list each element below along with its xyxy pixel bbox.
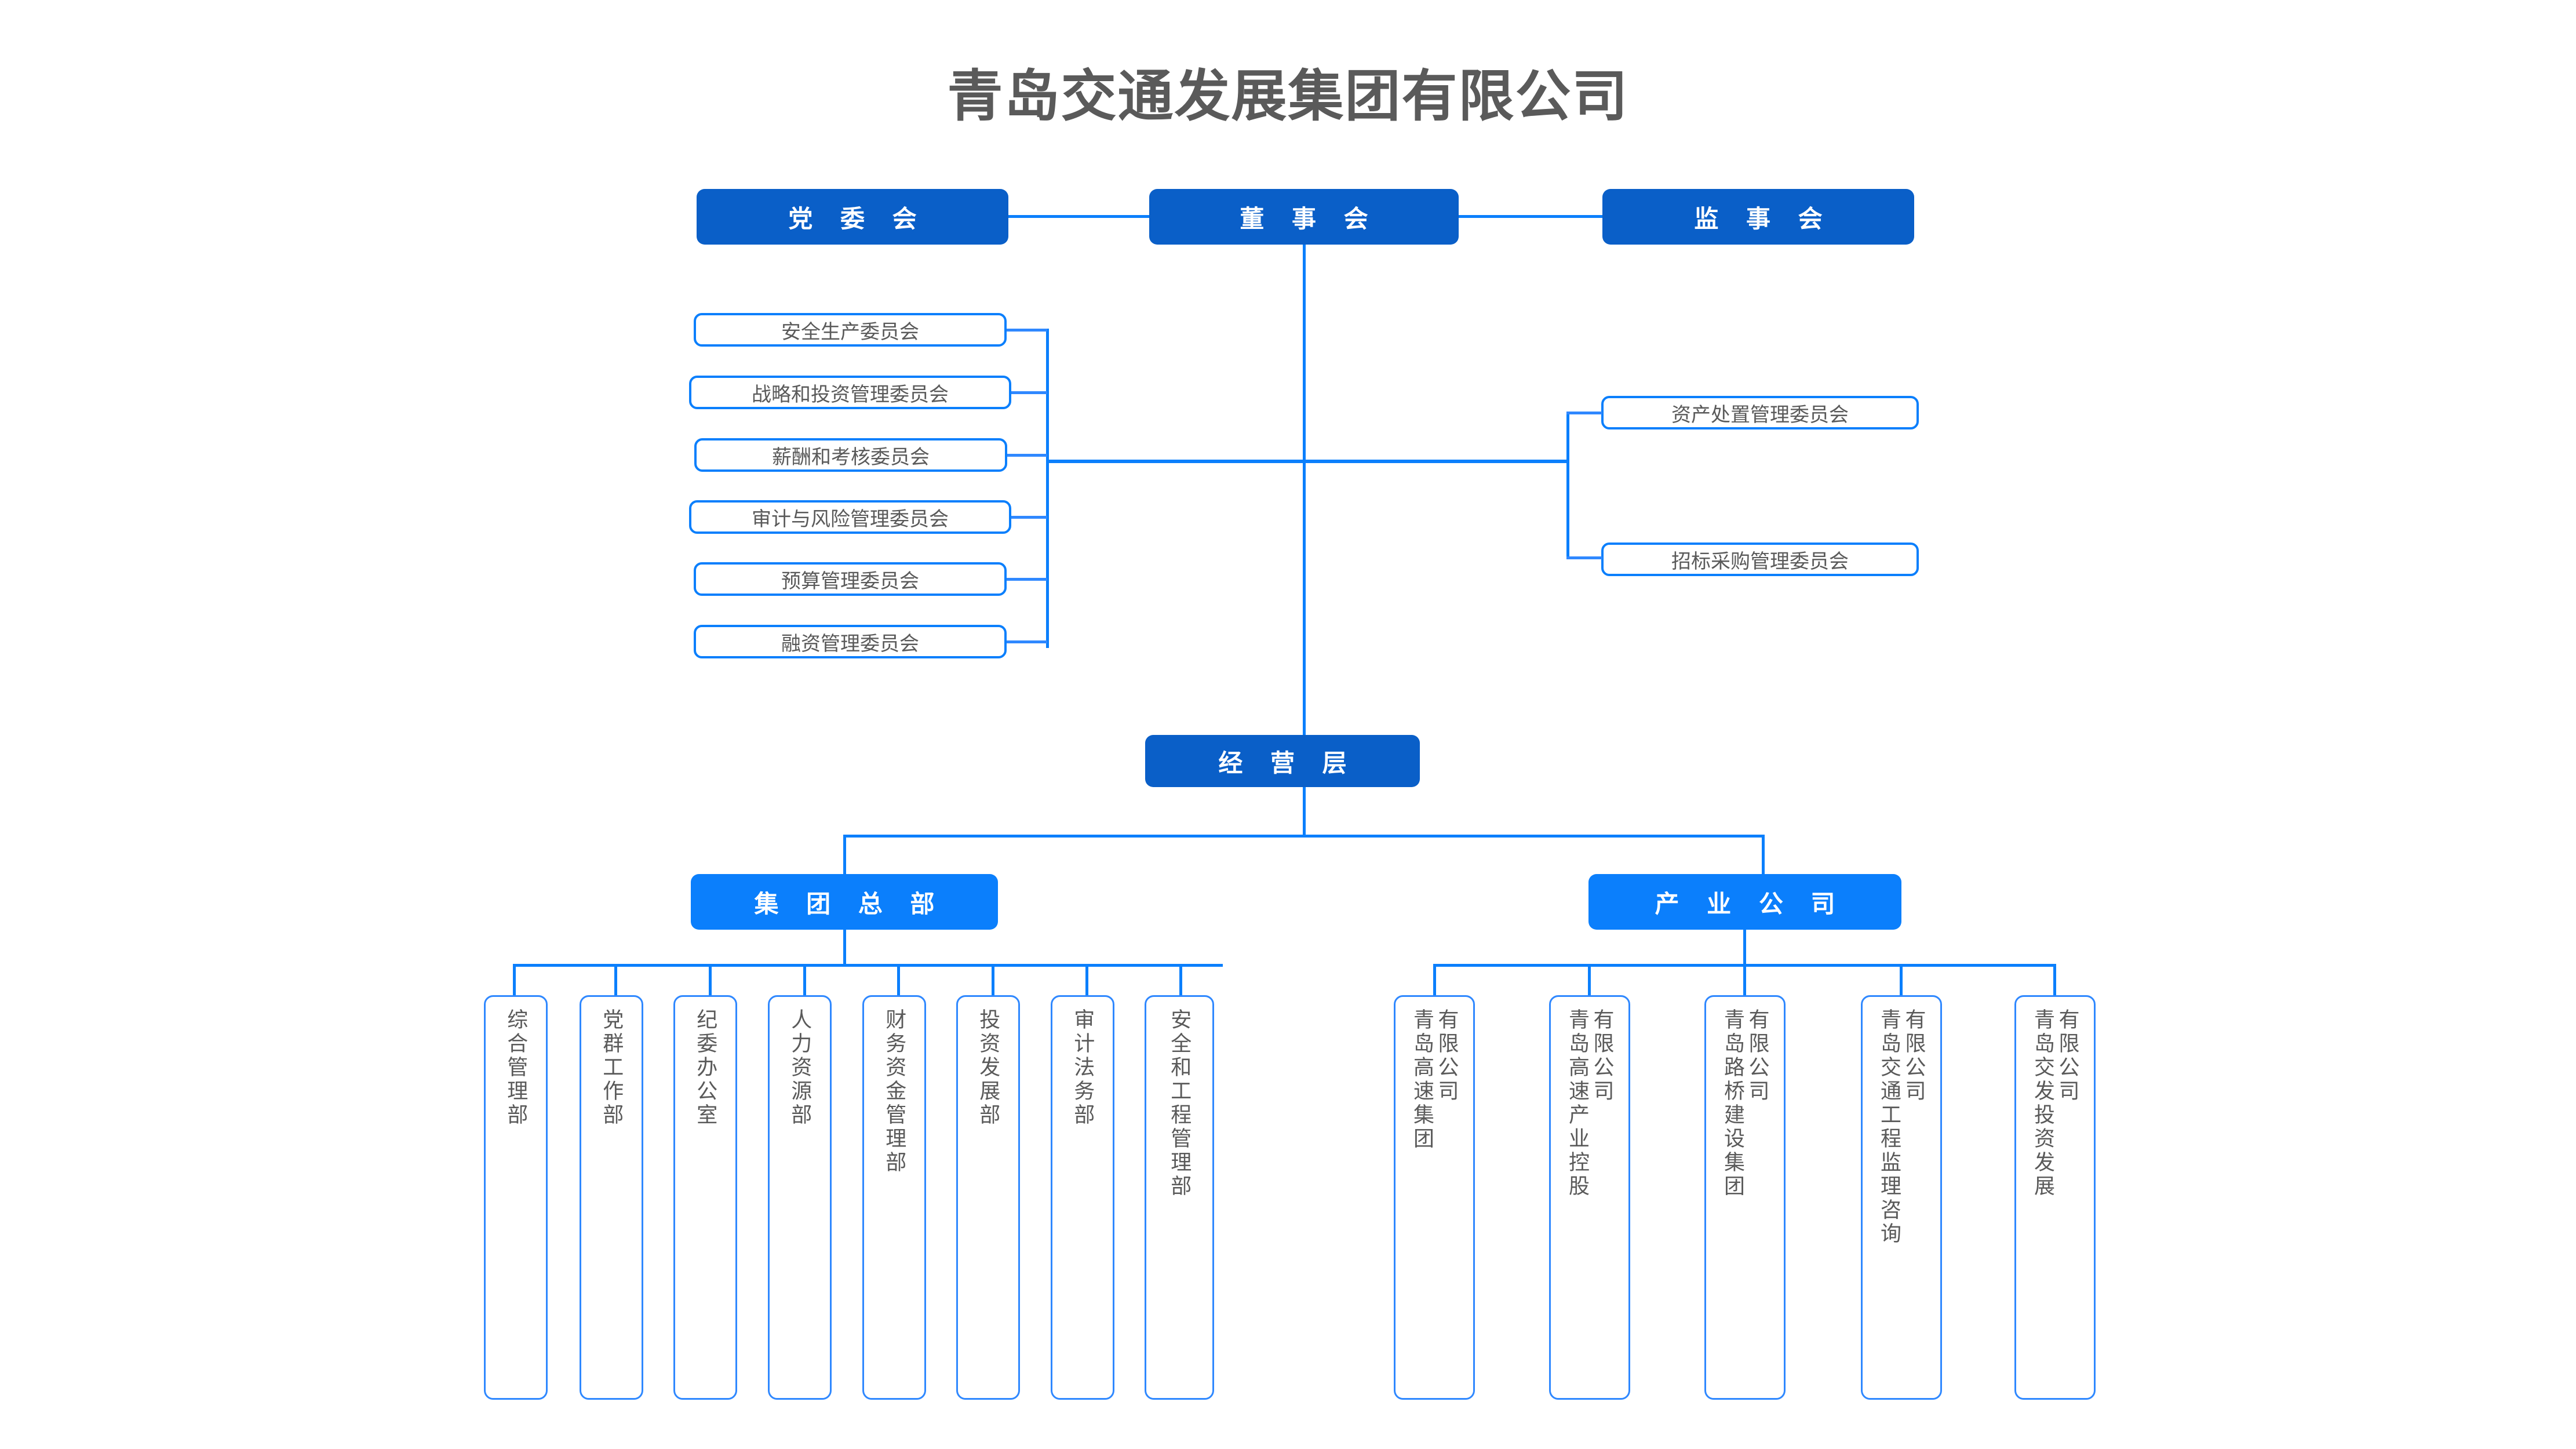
industry-drop-3 [1900,964,1903,997]
box-department-audit-legal[interactable]: 审计法务部 [1051,995,1114,1400]
trunk-board-to-management [1303,245,1306,735]
right-committee-spine [1566,412,1569,559]
hq-drop-5 [992,964,994,997]
box-subsidiary-qingdao-jiaofa-investment-development-label-b: 青岛交发投资发展 [2031,1009,2055,1199]
page-title: 青岛交通发展集团有限公司 [947,65,1629,128]
box-department-general-management-label: 综合管理部 [504,1009,529,1127]
hq-trunk [843,930,846,966]
box-committee-asset-disposal-label: 资产处置管理委员会 [1671,403,1849,426]
hq-distribution-bar [513,964,1223,967]
hq-drop-4 [897,964,900,997]
box-industry-companies[interactable]: 产 业 公 司 [1588,874,1901,930]
hq-drop-3 [803,964,806,997]
box-management-layer-label: 经 营 层 [1218,749,1357,777]
division-drop-right [1762,835,1765,876]
box-department-investment-development[interactable]: 投资发展部 [956,995,1020,1400]
box-committee-compensation-assessment[interactable]: 薪酬和考核委员会 [694,438,1007,472]
box-subsidiary-qingdao-expressway-group[interactable]: 青岛高速集团 有限公司 [1394,995,1475,1400]
box-subsidiary-qingdao-jiaofa-investment-development-label-a: 有限公司 [2056,1009,2080,1104]
box-department-party-mass-work-label: 党群工作部 [600,1009,624,1127]
division-drop-left [843,835,846,876]
industry-drop-2 [1743,964,1746,997]
industry-drop-0 [1433,964,1436,997]
box-board-of-supervisors-label: 监 事 会 [1694,205,1833,232]
box-committee-audit-risk[interactable]: 审计与风险管理委员会 [689,500,1011,534]
box-subsidiary-qingdao-road-bridge-construction-group-label-b: 青岛路桥建设集团 [1721,1009,1745,1199]
stub-committee-4 [1007,578,1047,581]
stub-committee-5 [1007,640,1047,643]
box-subsidiary-qingdao-transport-engineering-supervision-label-b: 青岛交通工程监理咨询 [1878,1009,1901,1246]
box-subsidiary-qingdao-expressway-group-label-b: 青岛高速集团 [1411,1009,1434,1151]
box-subsidiary-qingdao-expressway-industry-holding-label-b: 青岛高速产业控股 [1566,1009,1590,1199]
hq-drop-2 [709,964,712,997]
box-committee-strategy-investment-label: 战略和投资管理委员会 [752,383,949,406]
box-department-party-mass-work[interactable]: 党群工作部 [580,995,643,1400]
industry-trunk [1743,930,1746,966]
box-subsidiary-qingdao-road-bridge-construction-group-label-a: 有限公司 [1746,1009,1770,1104]
stub-right-committee-1 [1566,556,1602,559]
box-committee-compensation-assessment-label: 薪酬和考核委员会 [772,446,930,468]
box-committee-safety-production[interactable]: 安全生产委员会 [694,313,1007,347]
box-board-of-directors[interactable]: 董 事 会 [1149,189,1459,245]
box-subsidiary-qingdao-expressway-industry-holding-label-a: 有限公司 [1590,1009,1615,1104]
box-committee-budget-management[interactable]: 预算管理委员会 [694,562,1007,596]
box-committee-audit-risk-label: 审计与风险管理委员会 [752,508,949,530]
stub-committee-3 [1011,516,1047,519]
box-committee-financing-management[interactable]: 融资管理委员会 [694,625,1007,658]
box-subsidiary-qingdao-expressway-industry-holding[interactable]: 青岛高速产业控股 有限公司 [1549,995,1630,1400]
industry-drop-1 [1588,964,1591,997]
division-distribution-bar [843,835,1765,838]
committee-cross-bar [1046,460,1569,463]
box-party-committee[interactable]: 党 委 会 [697,189,1008,245]
box-committee-bidding-procurement-label: 招标采购管理委员会 [1671,550,1849,573]
box-committee-financing-management-label: 融资管理委员会 [781,632,919,655]
hq-drop-0 [513,964,516,997]
stub-committee-2 [1007,454,1047,457]
stub-committee-0 [1007,329,1047,332]
box-department-safety-engineering[interactable]: 安全和工程管理部 [1145,995,1214,1400]
box-industry-companies-label: 产 业 公 司 [1655,890,1846,918]
trunk-management-to-divisions [1303,787,1306,836]
box-group-headquarters-label: 集 团 总 部 [754,890,945,918]
box-department-investment-development-label: 投资发展部 [977,1009,1001,1127]
box-subsidiary-qingdao-transport-engineering-supervision[interactable]: 青岛交通工程监理咨询 有限公司 [1861,995,1942,1400]
left-committee-spine [1046,329,1049,648]
box-committee-bidding-procurement[interactable]: 招标采购管理委员会 [1601,543,1919,576]
box-committee-asset-disposal[interactable]: 资产处置管理委员会 [1601,396,1919,429]
box-committee-budget-management-label: 预算管理委员会 [781,570,919,592]
box-party-committee-label: 党 委 会 [788,205,927,232]
box-department-safety-engineering-label: 安全和工程管理部 [1168,1009,1192,1199]
box-board-of-directors-label: 董 事 会 [1240,205,1379,232]
box-department-finance-funds[interactable]: 财务资金管理部 [862,995,926,1400]
box-department-audit-legal-label: 审计法务部 [1071,1009,1095,1127]
link-party-to-board [1008,215,1149,218]
box-subsidiary-qingdao-jiaofa-investment-development[interactable]: 青岛交发投资发展 有限公司 [2014,995,2096,1400]
box-committee-strategy-investment[interactable]: 战略和投资管理委员会 [689,376,1011,409]
hq-drop-1 [614,964,617,997]
box-department-human-resources[interactable]: 人力资源部 [768,995,832,1400]
box-board-of-supervisors[interactable]: 监 事 会 [1602,189,1914,245]
box-department-human-resources-label: 人力资源部 [788,1009,812,1127]
hq-drop-7 [1179,964,1182,997]
box-department-discipline-office-label: 纪委办公室 [694,1009,718,1127]
box-committee-safety-production-label: 安全生产委员会 [781,321,919,343]
stub-right-committee-0 [1566,412,1602,414]
box-department-finance-funds-label: 财务资金管理部 [883,1009,907,1175]
box-group-headquarters[interactable]: 集 团 总 部 [691,874,998,930]
box-department-discipline-office[interactable]: 纪委办公室 [673,995,737,1400]
box-subsidiary-qingdao-transport-engineering-supervision-label-a: 有限公司 [1902,1009,1926,1104]
box-subsidiary-qingdao-expressway-group-label-a: 有限公司 [1435,1009,1459,1104]
stub-committee-1 [1011,391,1047,394]
link-board-to-supervisors [1459,215,1602,218]
box-subsidiary-qingdao-road-bridge-construction-group[interactable]: 青岛路桥建设集团 有限公司 [1704,995,1786,1400]
hq-drop-6 [1085,964,1088,997]
box-department-general-management[interactable]: 综合管理部 [484,995,548,1400]
box-management-layer[interactable]: 经 营 层 [1145,735,1420,787]
industry-drop-4 [2053,964,2056,997]
